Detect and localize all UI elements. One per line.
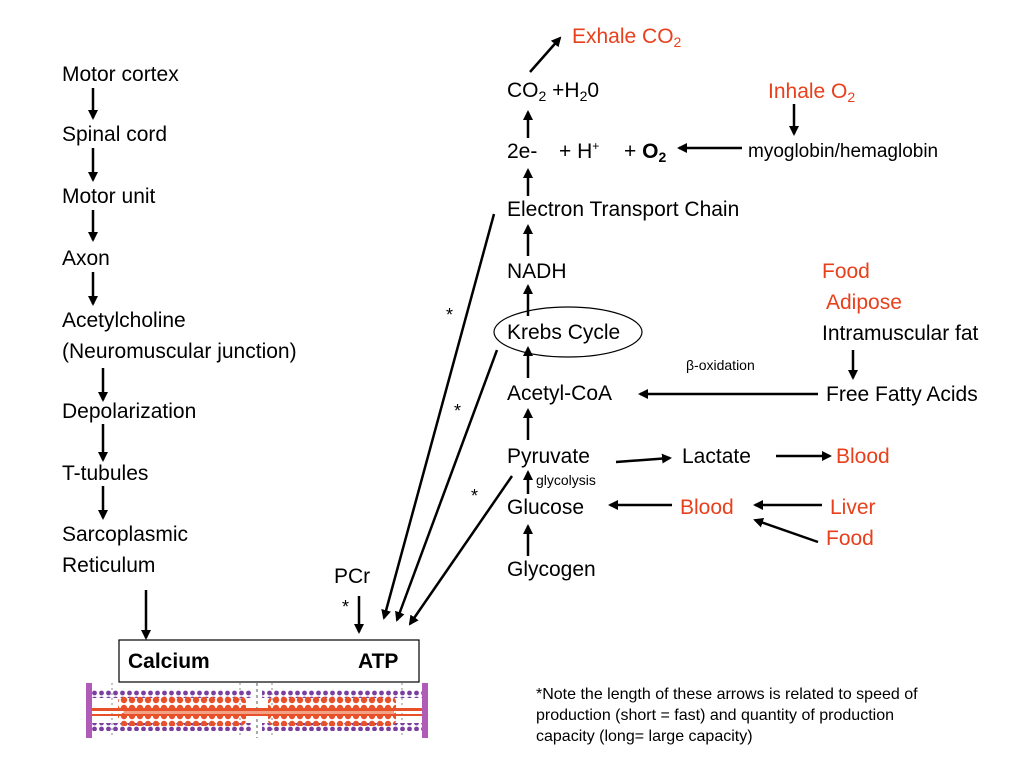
etc-label: Electron Transport Chain — [507, 198, 740, 221]
reticulum-label: Reticulum — [62, 554, 156, 577]
inhale-o2-label: Inhale O2 — [768, 80, 856, 105]
food-fat-label: Food — [822, 260, 870, 283]
asterisk-pcr: * — [342, 597, 350, 617]
free-fatty-acids-label: Free Fatty Acids — [826, 383, 978, 406]
blood-glucose-label: Blood — [680, 496, 734, 519]
arrow-co2-to-exhale — [529, 36, 562, 73]
krebs-cycle-label: Krebs Cycle — [507, 321, 621, 344]
food-glucose-label: Food — [826, 527, 874, 550]
electrons-label: 2e- — [507, 140, 538, 163]
myoglobin-label: myoglobin/hemaglobin — [748, 141, 939, 162]
arrow-krebs-to-atp — [395, 349, 499, 622]
exhale-co2-label: Exhale CO2 — [572, 25, 682, 50]
adipose-label: Adipose — [826, 291, 902, 314]
arrow-pyruvate-to-lactate — [615, 453, 672, 464]
asterisk-krebs: * — [454, 401, 462, 421]
liver-label: Liver — [830, 496, 876, 519]
krebs-cycle-oval — [493, 306, 643, 358]
depolarization-label: Depolarization — [62, 400, 197, 423]
arrow-glucose-to-atp — [408, 475, 514, 626]
blood-lactate-label: Blood — [836, 445, 890, 468]
acetyl-coa-label: Acetyl-CoA — [507, 382, 613, 405]
sarcomere-illustration — [86, 683, 428, 738]
sarcoplasmic-label: Sarcoplasmic — [62, 523, 189, 546]
motor-unit-label: Motor unit — [62, 185, 156, 208]
glucose-label: Glucose — [507, 496, 585, 519]
note-line-1: *Note the length of these arrows is rela… — [536, 686, 918, 703]
asterisk-glycolysis: * — [471, 486, 479, 506]
intramuscular-fat-label: Intramuscular fat — [822, 322, 979, 345]
motor-cortex-label: Motor cortex — [62, 63, 179, 86]
pcr-label: PCr — [334, 565, 371, 588]
glycolysis-label: glycolysis — [536, 472, 596, 488]
note-line-2: production (short = fast) and quantity o… — [536, 707, 894, 724]
lactate-label: Lactate — [682, 445, 751, 468]
asterisk-etc: * — [446, 305, 454, 325]
hydrogen-ion-label: + H+ — [559, 139, 600, 163]
axon-label: Axon — [62, 247, 110, 270]
pyruvate-label: Pyruvate — [507, 445, 590, 468]
spinal-cord-label: Spinal cord — [62, 123, 168, 146]
glycogen-label: Glycogen — [507, 558, 596, 581]
calcium-atp-box — [118, 639, 420, 683]
atp-label: ATP — [358, 650, 399, 673]
arrow-length-note: *Note the length of these arrows is rela… — [536, 684, 1016, 747]
oxygen-label: + O2 — [624, 140, 667, 165]
co2-water-label: CO2 +H20 — [507, 79, 600, 104]
calcium-label: Calcium — [128, 650, 210, 673]
t-tubules-label: T-tubules — [62, 462, 149, 485]
arrow-food-to-blood — [753, 517, 819, 544]
neuromuscular-junction-label: (Neuromuscular junction) — [62, 340, 297, 363]
acetylcholine-label: Acetylcholine — [62, 309, 186, 332]
beta-oxidation-label: β-oxidation — [686, 357, 755, 373]
arrow-etc-to-atp — [381, 213, 496, 620]
nadh-label: NADH — [507, 260, 567, 283]
note-line-3: capacity (long= large capacity) — [536, 728, 753, 745]
